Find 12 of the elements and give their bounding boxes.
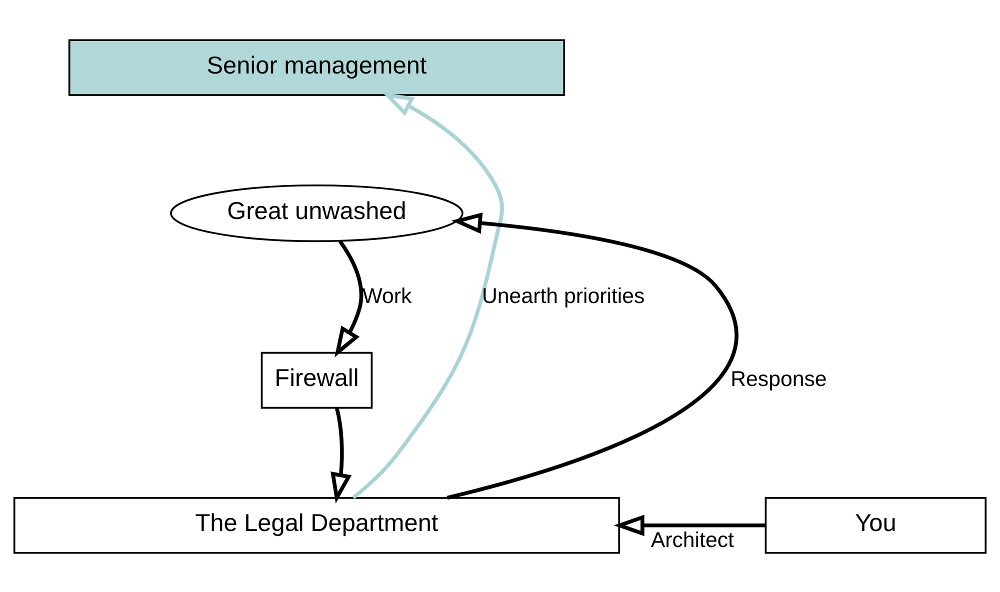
node-box: Senior management (68, 38, 566, 96)
node-box: Firewall (260, 351, 373, 408)
arrow (614, 514, 766, 536)
node-ellipse: Great unwashed (170, 184, 464, 242)
edge-label: Response (730, 366, 827, 390)
arrow (334, 239, 364, 357)
arrow (330, 407, 352, 504)
edge-label: Architect (650, 528, 734, 552)
node-box: You (764, 496, 987, 554)
node-box: The Legal Department (13, 496, 620, 554)
edge-label: Unearth priorities (482, 283, 645, 308)
arrow (446, 212, 738, 500)
